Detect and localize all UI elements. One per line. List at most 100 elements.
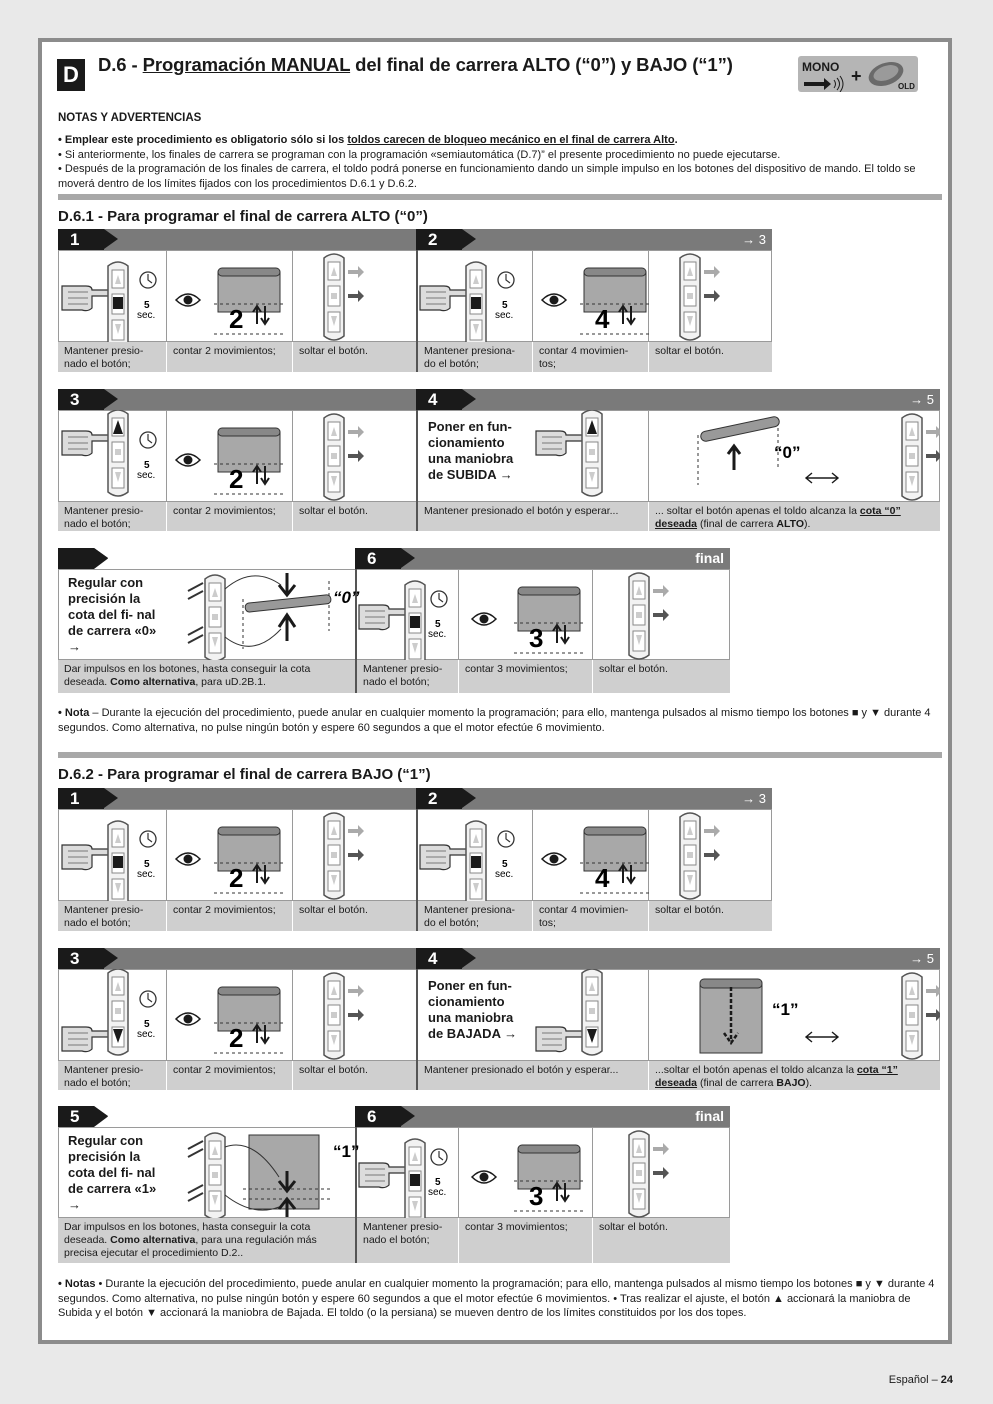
svg-text:2: 2 xyxy=(229,304,243,334)
caption: Mantener presionado el botón y esperar..… xyxy=(416,1061,648,1090)
svg-text:sec.: sec. xyxy=(137,310,155,321)
step-4-number: 4 xyxy=(416,948,476,969)
goto-step-5: → 5 xyxy=(910,951,934,966)
caption: Mantener presio- nado el botón; xyxy=(58,901,166,931)
eye-awning-count-icon: 2 xyxy=(175,267,287,335)
caption: contar 3 movimientos; xyxy=(458,1218,592,1263)
final-label: final xyxy=(695,550,724,566)
adjust-limit-icon: “1” xyxy=(187,1132,359,1218)
caption: contar 2 movimientos; xyxy=(166,901,292,931)
page-title: D.6 - Programación MANUAL del final de c… xyxy=(98,54,733,75)
caption: contar 2 movimientos; xyxy=(166,502,292,531)
section-heading-alto: D.6.1 - Para programar el final de carre… xyxy=(58,208,428,225)
svg-text:sec.: sec. xyxy=(137,869,155,880)
step-2-number: 2 xyxy=(416,229,476,250)
caption: Mantener presio- nado el botón; xyxy=(58,1061,166,1090)
caption: soltar el botón. xyxy=(292,901,416,931)
section-heading-bajo: D.6.2 - Para programar el final de carre… xyxy=(58,766,431,783)
note-1: • Emplear este procedimiento es obligato… xyxy=(58,134,678,146)
svg-text:3: 3 xyxy=(529,1181,543,1211)
caption: soltar el botón. xyxy=(292,342,416,372)
svg-text:2: 2 xyxy=(229,464,243,494)
s1-row3: 5 6 final Regular con precisión la cota … xyxy=(58,548,730,693)
hand-press-up-icon-2 xyxy=(535,410,602,496)
caption: soltar el botón. xyxy=(292,502,416,531)
awning-rolled-up-icon: “0” xyxy=(697,416,840,485)
remote-release-icon xyxy=(324,414,364,500)
caption: soltar el botón. xyxy=(648,342,772,372)
separator xyxy=(58,752,942,758)
step-3-number: 3 xyxy=(58,389,118,410)
svg-text:5: 5 xyxy=(435,1177,441,1188)
caption: contar 2 movimientos; xyxy=(166,342,292,372)
caption: ... soltar el botón apenas el toldo alca… xyxy=(648,502,940,531)
eye-awning-count-icon: 2 xyxy=(175,826,287,894)
remote-release-icon-2 xyxy=(902,973,940,1059)
notes-heading: NOTAS Y ADVERTENCIAS xyxy=(58,112,202,124)
svg-text:5: 5 xyxy=(502,300,508,311)
svg-text:5: 5 xyxy=(144,1019,150,1030)
goto-step-5: → 5 xyxy=(910,392,934,407)
svg-text:“0”: “0” xyxy=(333,588,360,607)
s1-row2: 3 4 → 5 Poner en fun- cionamiento una ma… xyxy=(58,389,940,531)
svg-text:sec.: sec. xyxy=(495,869,513,880)
eye-awning-count-icon: 3 xyxy=(471,1144,587,1212)
svg-text:sec.: sec. xyxy=(137,470,155,481)
eye-awning-count-icon: 2 xyxy=(175,986,287,1054)
goto-step-3: → 3 xyxy=(742,791,766,806)
caption: Mantener presiona- do el botón; xyxy=(416,342,532,372)
caption: Mantener presiona- do el botón; xyxy=(416,901,532,931)
awning-lowered-icon: “1” xyxy=(699,978,840,1054)
badge-old-text: OLD xyxy=(898,82,915,91)
section1-note: • Nota – Durante la ejecución del proced… xyxy=(58,707,931,734)
page-frame: D D.6 - Programación MANUAL del final de… xyxy=(38,38,952,1344)
note-2: • Si anteriormente, los finales de carre… xyxy=(58,148,781,161)
caption: contar 2 movimientos; xyxy=(166,1061,292,1090)
svg-text:2: 2 xyxy=(229,1023,243,1053)
svg-text:“1”: “1” xyxy=(333,1142,359,1161)
remote-release-icon-2 xyxy=(902,414,940,500)
svg-text:3: 3 xyxy=(529,623,543,653)
svg-text:sec.: sec. xyxy=(495,310,513,321)
page-footer: Español – 24 xyxy=(888,1374,953,1386)
caption: soltar el botón. xyxy=(648,901,772,931)
remote-release-icon xyxy=(324,254,364,340)
step-6-number: 6 xyxy=(355,1106,415,1127)
s2-row2: 3 4 → 5 Poner en fun- cionamiento una ma… xyxy=(58,948,940,1090)
svg-text:5: 5 xyxy=(144,300,150,311)
caption: contar 4 movimien- tos; xyxy=(532,342,648,372)
svg-text:5: 5 xyxy=(502,859,508,870)
svg-text:sec.: sec. xyxy=(137,1029,155,1040)
caption: Mantener presio- nado el botón; xyxy=(355,1218,458,1263)
remote-release-icon-2 xyxy=(680,813,720,899)
svg-text:sec.: sec. xyxy=(428,1187,446,1198)
s2-row3: 5 6 final Regular con precisión la cota … xyxy=(58,1106,730,1263)
step-5-instruction: Regular con precisión la cota del fi- na… xyxy=(68,1133,157,1212)
badge-mono-text: MONO xyxy=(802,60,839,74)
svg-text:2: 2 xyxy=(229,863,243,893)
step-1-number: 1 xyxy=(58,788,118,809)
remote-release-icon xyxy=(324,813,364,899)
adjust-limit-icon: “0” xyxy=(187,573,360,660)
step-1-number: 1 xyxy=(58,229,118,250)
remote-release-icon xyxy=(629,573,669,659)
caption: Dar impulsos en los botones, hasta conse… xyxy=(58,660,355,693)
caption: ...soltar el botón apenas el toldo alcan… xyxy=(648,1061,940,1090)
goto-step-3: → 3 xyxy=(742,232,766,247)
caption: Dar impulsos en los botones, hasta conse… xyxy=(58,1218,355,1263)
caption: Mantener presio- nado el botón; xyxy=(58,342,166,372)
svg-text:4: 4 xyxy=(595,863,610,893)
caption: soltar el botón. xyxy=(592,660,730,693)
separator xyxy=(58,194,942,200)
